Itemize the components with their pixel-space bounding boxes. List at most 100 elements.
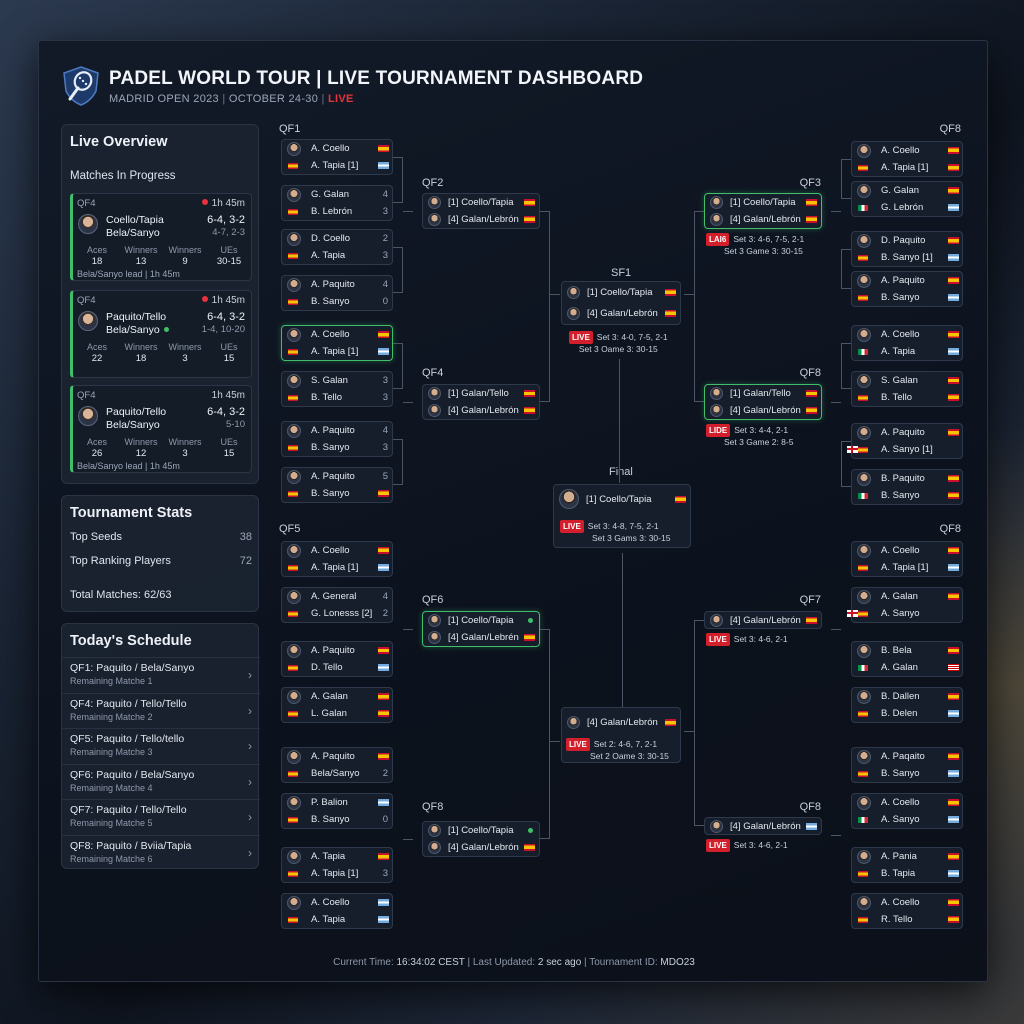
match-box[interactable]: [1] Galan/Tello[4] Galan/Lebrón bbox=[704, 384, 822, 420]
duration-text: 1h 45m bbox=[211, 198, 245, 209]
player-row: A. Coello bbox=[282, 326, 394, 344]
player-name: B. Sanyo bbox=[311, 814, 350, 825]
flag-icon bbox=[948, 254, 959, 261]
chevron-right-icon[interactable]: › bbox=[248, 810, 252, 824]
player-score: 4 bbox=[382, 425, 388, 436]
flag-icon bbox=[378, 331, 389, 338]
stat-label: Aces bbox=[86, 342, 107, 352]
player-row: A. Coello bbox=[852, 542, 964, 560]
stat-label: Winners bbox=[168, 342, 202, 352]
match-box[interactable]: [4] Galan/Lebrón bbox=[704, 611, 822, 629]
flag-icon bbox=[378, 710, 389, 717]
flag-icon bbox=[378, 753, 389, 760]
flag-icon bbox=[948, 916, 959, 923]
match-box[interactable]: [1] Coello/Tapia[4] Galan/Lebrón bbox=[422, 821, 540, 857]
game-score: Set 2 Oame 3: 30-15 bbox=[590, 751, 669, 761]
match-box[interactable]: [1] Coello/Tapia[4] Galan/Lebrón bbox=[704, 193, 822, 229]
player-name: P. Balion bbox=[311, 797, 348, 808]
team-avatar bbox=[710, 614, 723, 627]
chevron-right-icon[interactable]: › bbox=[248, 845, 252, 860]
match-box[interactable]: [1] Coello/Tapia[4] Galan/Lebrón bbox=[422, 193, 540, 229]
chevron-right-icon[interactable]: › bbox=[248, 739, 252, 753]
flag-icon bbox=[847, 610, 858, 617]
player-score: 5 bbox=[382, 471, 388, 482]
player-avatar bbox=[287, 374, 301, 388]
chevron-right-icon[interactable]: › bbox=[248, 703, 252, 718]
stat-label: Winners bbox=[124, 245, 158, 255]
match-box[interactable]: A. Coello A. Tapia bbox=[281, 893, 393, 929]
team-1-score: 6-4, 3-2 bbox=[207, 406, 245, 418]
player-avatar bbox=[78, 406, 98, 426]
stat-value: 13 bbox=[135, 256, 147, 267]
team-row: [4] Galan/Lebrón bbox=[705, 211, 823, 229]
player-avatar bbox=[287, 750, 301, 764]
player-name: G. Lonesss [2] bbox=[311, 608, 373, 619]
player-avatar bbox=[857, 850, 871, 864]
stat-label: Winners bbox=[124, 437, 158, 447]
player-avatar bbox=[287, 796, 301, 810]
player-name: A. Tapia bbox=[311, 914, 346, 925]
chevron-right-icon[interactable]: › bbox=[248, 774, 252, 789]
player-name: A. Coello bbox=[311, 897, 350, 908]
player-name: S. Galan bbox=[881, 375, 918, 386]
match-box[interactable]: [1] Coello/Tapia[4] Galan/Lebrén bbox=[422, 611, 540, 647]
bracket-connector bbox=[393, 247, 403, 293]
player-name: R. Tello bbox=[881, 914, 913, 925]
player-row: A. Coello bbox=[852, 794, 964, 812]
player-row: A. Tapia [1] bbox=[282, 157, 394, 175]
match-box[interactable]: [1] Galan/Tello[4] Galan/Lebrón bbox=[422, 384, 540, 420]
flag-icon bbox=[948, 237, 959, 244]
player-avatar bbox=[857, 796, 871, 810]
flag-icon bbox=[378, 564, 389, 571]
semifinal-box[interactable]: [1] Coello/Tapia[4] Galan/Lebrón bbox=[561, 281, 681, 325]
chevron-right-icon[interactable]: › bbox=[248, 668, 252, 682]
bracket-connector bbox=[550, 741, 560, 742]
player-name: D. Coello bbox=[311, 233, 351, 244]
match-box[interactable]: [4] Galan/Lebrón bbox=[704, 817, 822, 835]
player-name: A. Tapia bbox=[311, 851, 346, 862]
